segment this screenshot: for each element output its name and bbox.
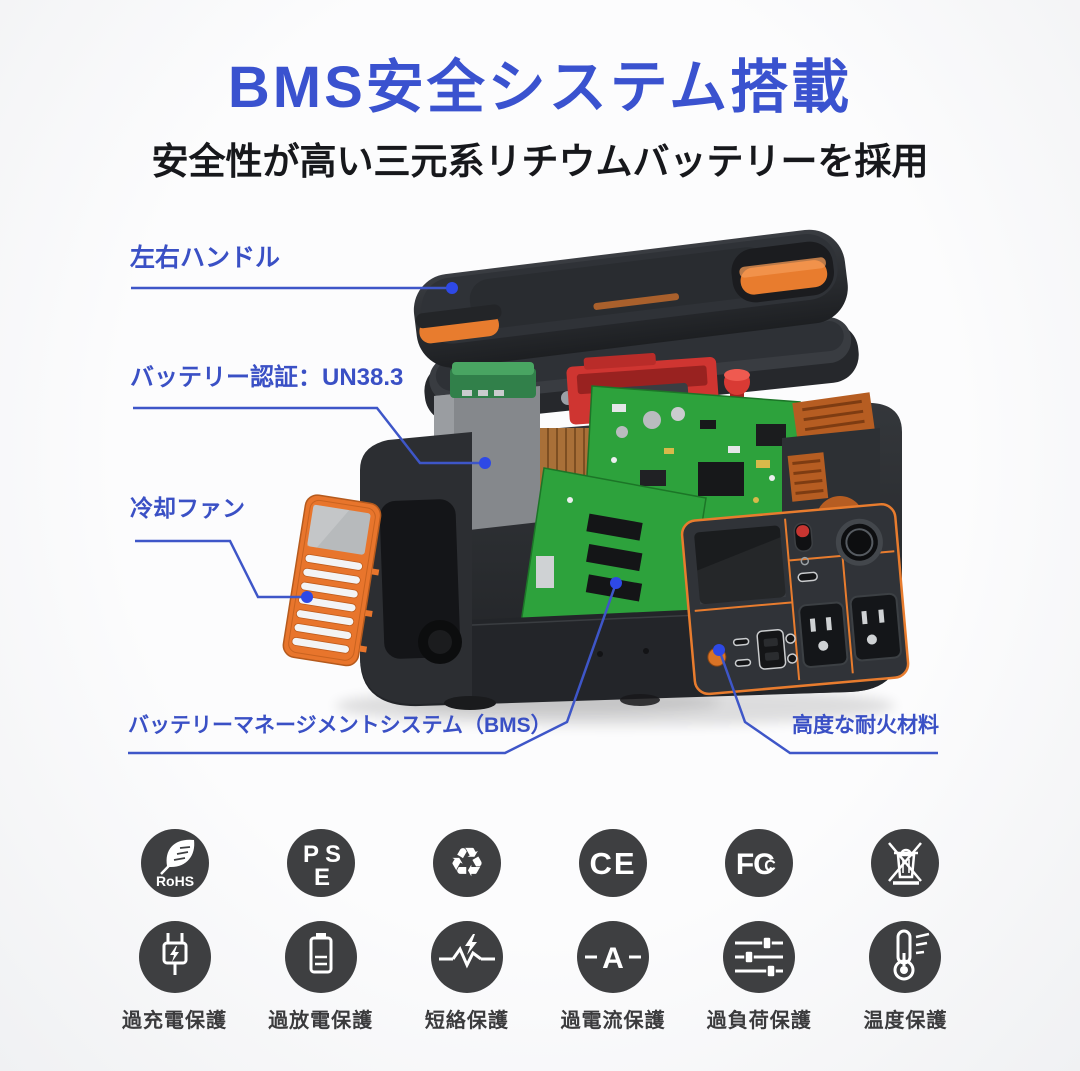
svg-text:CE: CE [590, 846, 637, 881]
temperature-icon [869, 921, 942, 993]
weee-icon [871, 829, 940, 897]
callout-handle: 左右ハンドル [130, 244, 281, 272]
body-left-face [360, 432, 472, 705]
callout-dots [301, 282, 725, 656]
battery-cert-leader-line [133, 406, 482, 465]
fireproof-leader-line [719, 654, 938, 755]
page-title: BMS安全システム搭載 [227, 55, 853, 120]
right-handle [731, 241, 834, 303]
display-screen [694, 525, 786, 605]
overdischarge-battery-icon [284, 921, 357, 993]
overcharge-plug-icon [138, 921, 211, 993]
callout-battery-cert: バッテリー認証：UN38.3 [130, 364, 404, 391]
recycle-icon: ♻ [432, 829, 501, 897]
protection-label: 短絡保護 [424, 1010, 509, 1032]
ac-outlets [798, 592, 902, 668]
power-button [793, 522, 818, 583]
short-circuit-icon [430, 921, 503, 993]
certification-row: RoHS P S E ♻ CE [103, 829, 977, 897]
control-panel [680, 503, 910, 696]
svg-text:P: P [303, 841, 319, 868]
svg-text:A: A [602, 942, 624, 975]
bms-leader-line [128, 585, 617, 755]
protection-label: 過電流保護 [560, 1010, 666, 1032]
ce-icon: CE [579, 829, 648, 897]
top-lid [413, 229, 848, 368]
svg-text:F: F [736, 848, 754, 881]
svg-text:S: S [325, 841, 341, 868]
brand-strip [593, 293, 679, 310]
pse-icon: P S E [286, 829, 355, 897]
cooling-fan-leader-line [135, 539, 304, 599]
protection-label: 過充電保護 [122, 1010, 227, 1032]
rohs-icon: RoHS [140, 829, 209, 897]
callout-bms: バッテリーマネージメントシステム（BMS） [128, 714, 552, 737]
left-handle [415, 304, 502, 344]
protection-label: 温度保護 [863, 1010, 948, 1032]
overcurrent-ampere-icon: A [577, 921, 650, 993]
svg-text:RoHS: RoHS [155, 873, 193, 889]
svg-text:C: C [753, 848, 775, 881]
protection-label: 過負荷保護 [706, 1010, 812, 1032]
overload-sliders-icon [723, 921, 796, 993]
svg-text:E: E [314, 864, 330, 891]
svg-text:♻: ♻ [449, 840, 485, 886]
vent-slats [291, 554, 363, 654]
protection-label: 過放電保護 [268, 1010, 374, 1032]
svg-text:C: C [764, 858, 776, 875]
callout-lines [128, 286, 938, 755]
page-subtitle: 安全性が高い三元系リチウムバッテリーを採用 [151, 141, 929, 182]
callout-cooling-fan: 冷却ファン [130, 495, 245, 521]
cooling-vent-panel [282, 494, 382, 667]
protection-row: 過充電保護 過放電保護 短絡保護 [103, 921, 977, 1033]
fcc-icon: F C C [725, 829, 794, 897]
dc-car-socket [835, 518, 883, 566]
callout-fireproof: 高度な耐火材料 [792, 714, 939, 737]
